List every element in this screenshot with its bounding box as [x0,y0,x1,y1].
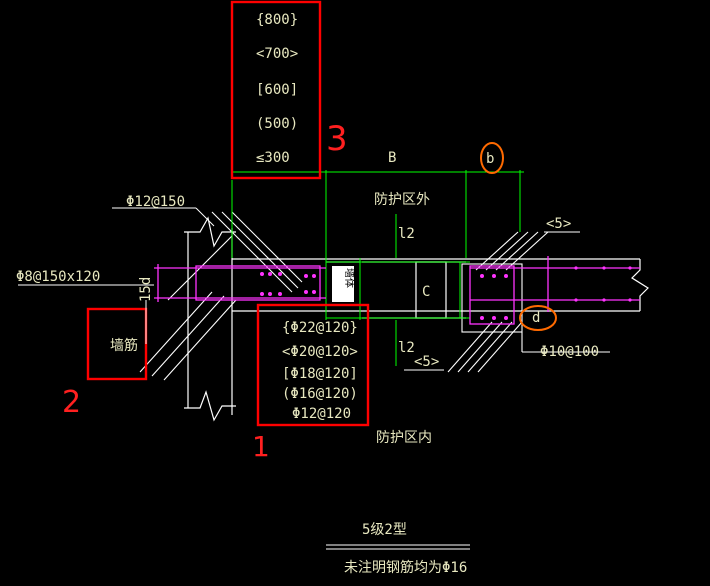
wall-block-label: 墙体 [343,268,356,288]
rebar-lines [154,256,640,325]
five-top-label: <5> [546,216,571,232]
red-boxes [86,0,370,427]
bottom-box-line: <Φ20@120> [282,344,358,360]
inside-zone-label: 防护区内 [376,430,432,446]
circle-b-mark [480,142,504,174]
drawing-title: 5级2型 [362,522,407,538]
top-red-box [230,0,322,180]
l2-top-label: l2 [398,226,415,242]
dimension-lines [231,170,524,366]
bottom-box-line: (Φ16@120) [282,386,358,402]
small-d-label: d [532,310,540,326]
annotation-1: 1 [252,430,270,463]
five-bottom-label: <5> [414,354,439,370]
wall-rebar-label: 墙筋 [110,337,138,354]
leader-lines [18,207,610,371]
top-box-line: <700> [256,46,298,62]
diagonal-bars [139,211,549,381]
top-box-line: {800} [256,12,298,28]
rebar-right-label: Φ10@100 [540,344,599,360]
rebar-top-label: Φ12@150 [126,194,185,210]
top-box-line: (500) [256,116,298,132]
top-box-line: [600] [256,82,298,98]
bottom-box-line: {Φ22@120} [282,320,358,336]
title-underline [326,544,470,550]
annotation-3: 3 [326,119,348,159]
rebar-left-label: Φ8@150x120 [16,269,100,285]
dim-15d-label: 15d [138,277,154,302]
bottom-red-box [256,303,370,427]
top-box-line: ≤300 [256,150,290,166]
wall-block [332,266,354,302]
bottom-box-line: [Φ18@120] [282,366,358,382]
orange-marks [480,142,557,331]
circle-b-label: b [486,151,494,167]
box-c-label: C [422,284,430,300]
outside-zone-label: 防护区外 [374,192,430,208]
top-box-texts: {800} <700> [600] (500) ≤300 [256,12,298,166]
l2-bottom-label: l2 [398,340,415,356]
structure-lines [184,216,649,422]
dimension-b-label: B [388,150,396,166]
circle-d-mark [519,305,557,331]
annotation-2: 2 [62,385,81,420]
drawing-note: 未注明钢筋均为Φ16 [344,559,467,576]
bottom-box-texts: {Φ22@120} <Φ20@120> [Φ18@120] (Φ16@120) … [282,320,358,422]
bottom-box-line: Φ12@120 [292,406,351,422]
rebar-dots [260,266,632,320]
